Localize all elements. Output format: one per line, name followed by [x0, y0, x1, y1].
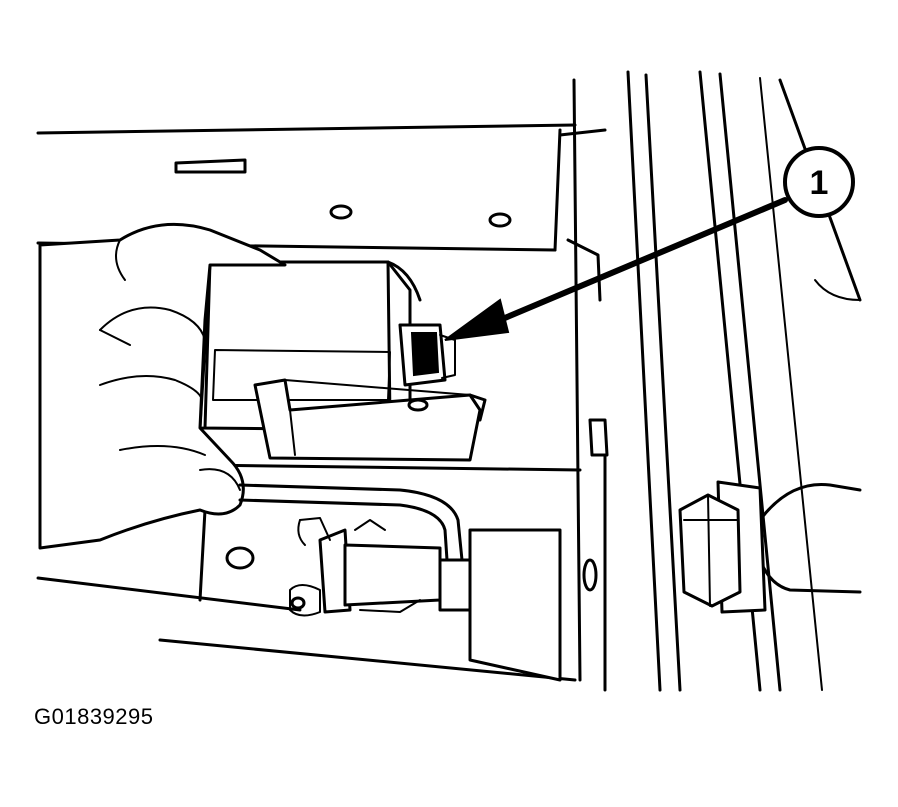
callout-marker: 1: [783, 146, 855, 218]
electrical-connector: [398, 323, 456, 387]
lower-panel: [36, 463, 582, 682]
figure-id-label: G01839295: [34, 704, 154, 729]
callout-number: 1: [810, 164, 829, 202]
hex-bolt: [678, 480, 767, 614]
mounting-bracket: [253, 378, 487, 462]
callout-circle: [783, 146, 855, 218]
fuel-line-fitting: [238, 483, 562, 682]
hand: [38, 222, 287, 550]
upper-panel: [36, 123, 577, 252]
callout-arrow: [444, 197, 788, 341]
sensor-module: [198, 260, 422, 432]
vertical-rail: [558, 70, 862, 692]
